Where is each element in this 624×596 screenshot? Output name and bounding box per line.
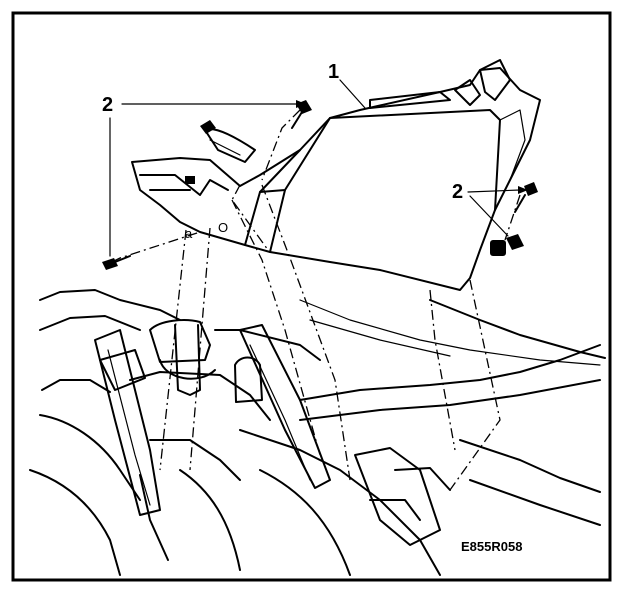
callout-2-left: 2: [102, 94, 113, 116]
screw-label-o: O: [218, 220, 228, 235]
assembly-lines: [111, 109, 521, 491]
figure-frame: [11, 11, 612, 582]
figure-code: E855R058: [461, 539, 522, 554]
screw-label-a: a: [185, 226, 193, 241]
vehicle-interior: [29, 289, 606, 576]
center-console: [131, 59, 541, 291]
screw-right: [506, 182, 538, 250]
callout-2-right: 2: [452, 181, 463, 203]
callout-1: 1: [328, 61, 339, 83]
screw-left: [102, 255, 131, 270]
leader-lines: [109, 79, 528, 257]
